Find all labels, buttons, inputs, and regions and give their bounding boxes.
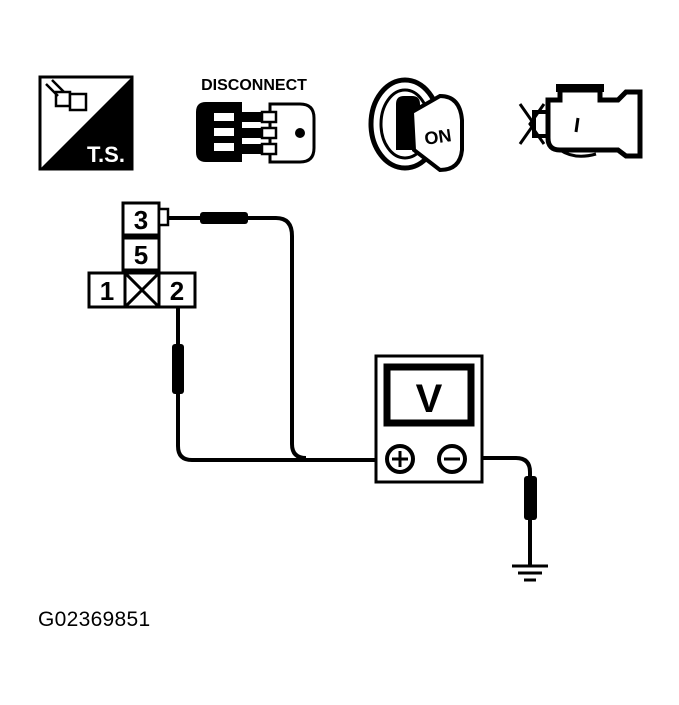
probe-pin-3: [157, 207, 307, 460]
pin-1-cell: [87, 271, 127, 309]
pin-5-cell: [121, 236, 161, 272]
probe-pin-2: [172, 307, 382, 462]
probe-ground: [472, 456, 537, 566]
meter-display: [383, 363, 475, 427]
pin-3-label: 3: [134, 205, 148, 235]
pin-2-cell: [157, 271, 197, 309]
pin-3-cell: [121, 201, 161, 237]
engine-icon: [518, 84, 643, 159]
ignition-on-label: ON: [423, 125, 453, 149]
connector: 3 5 1 2: [87, 201, 197, 309]
ts-icon: T.S.: [38, 75, 134, 171]
positive-terminal-icon: [385, 444, 415, 474]
disconnect-label: DISCONNECT: [201, 77, 307, 94]
negative-terminal-icon: [437, 444, 467, 474]
pin-5-label: 5: [134, 240, 148, 270]
meter-unit-label: V: [416, 377, 443, 421]
voltmeter: V: [374, 354, 484, 484]
blank-pin-cross: [123, 271, 161, 309]
disconnect-icon: DISCONNECT: [196, 77, 316, 164]
ts-label: T.S.: [87, 142, 125, 167]
ignition-key-icon: ON: [368, 77, 464, 173]
figure-id: G02369851: [38, 608, 151, 631]
ground-icon: [512, 564, 548, 582]
pin-2-label: 2: [170, 276, 184, 306]
pin-1-label: 1: [100, 276, 114, 306]
